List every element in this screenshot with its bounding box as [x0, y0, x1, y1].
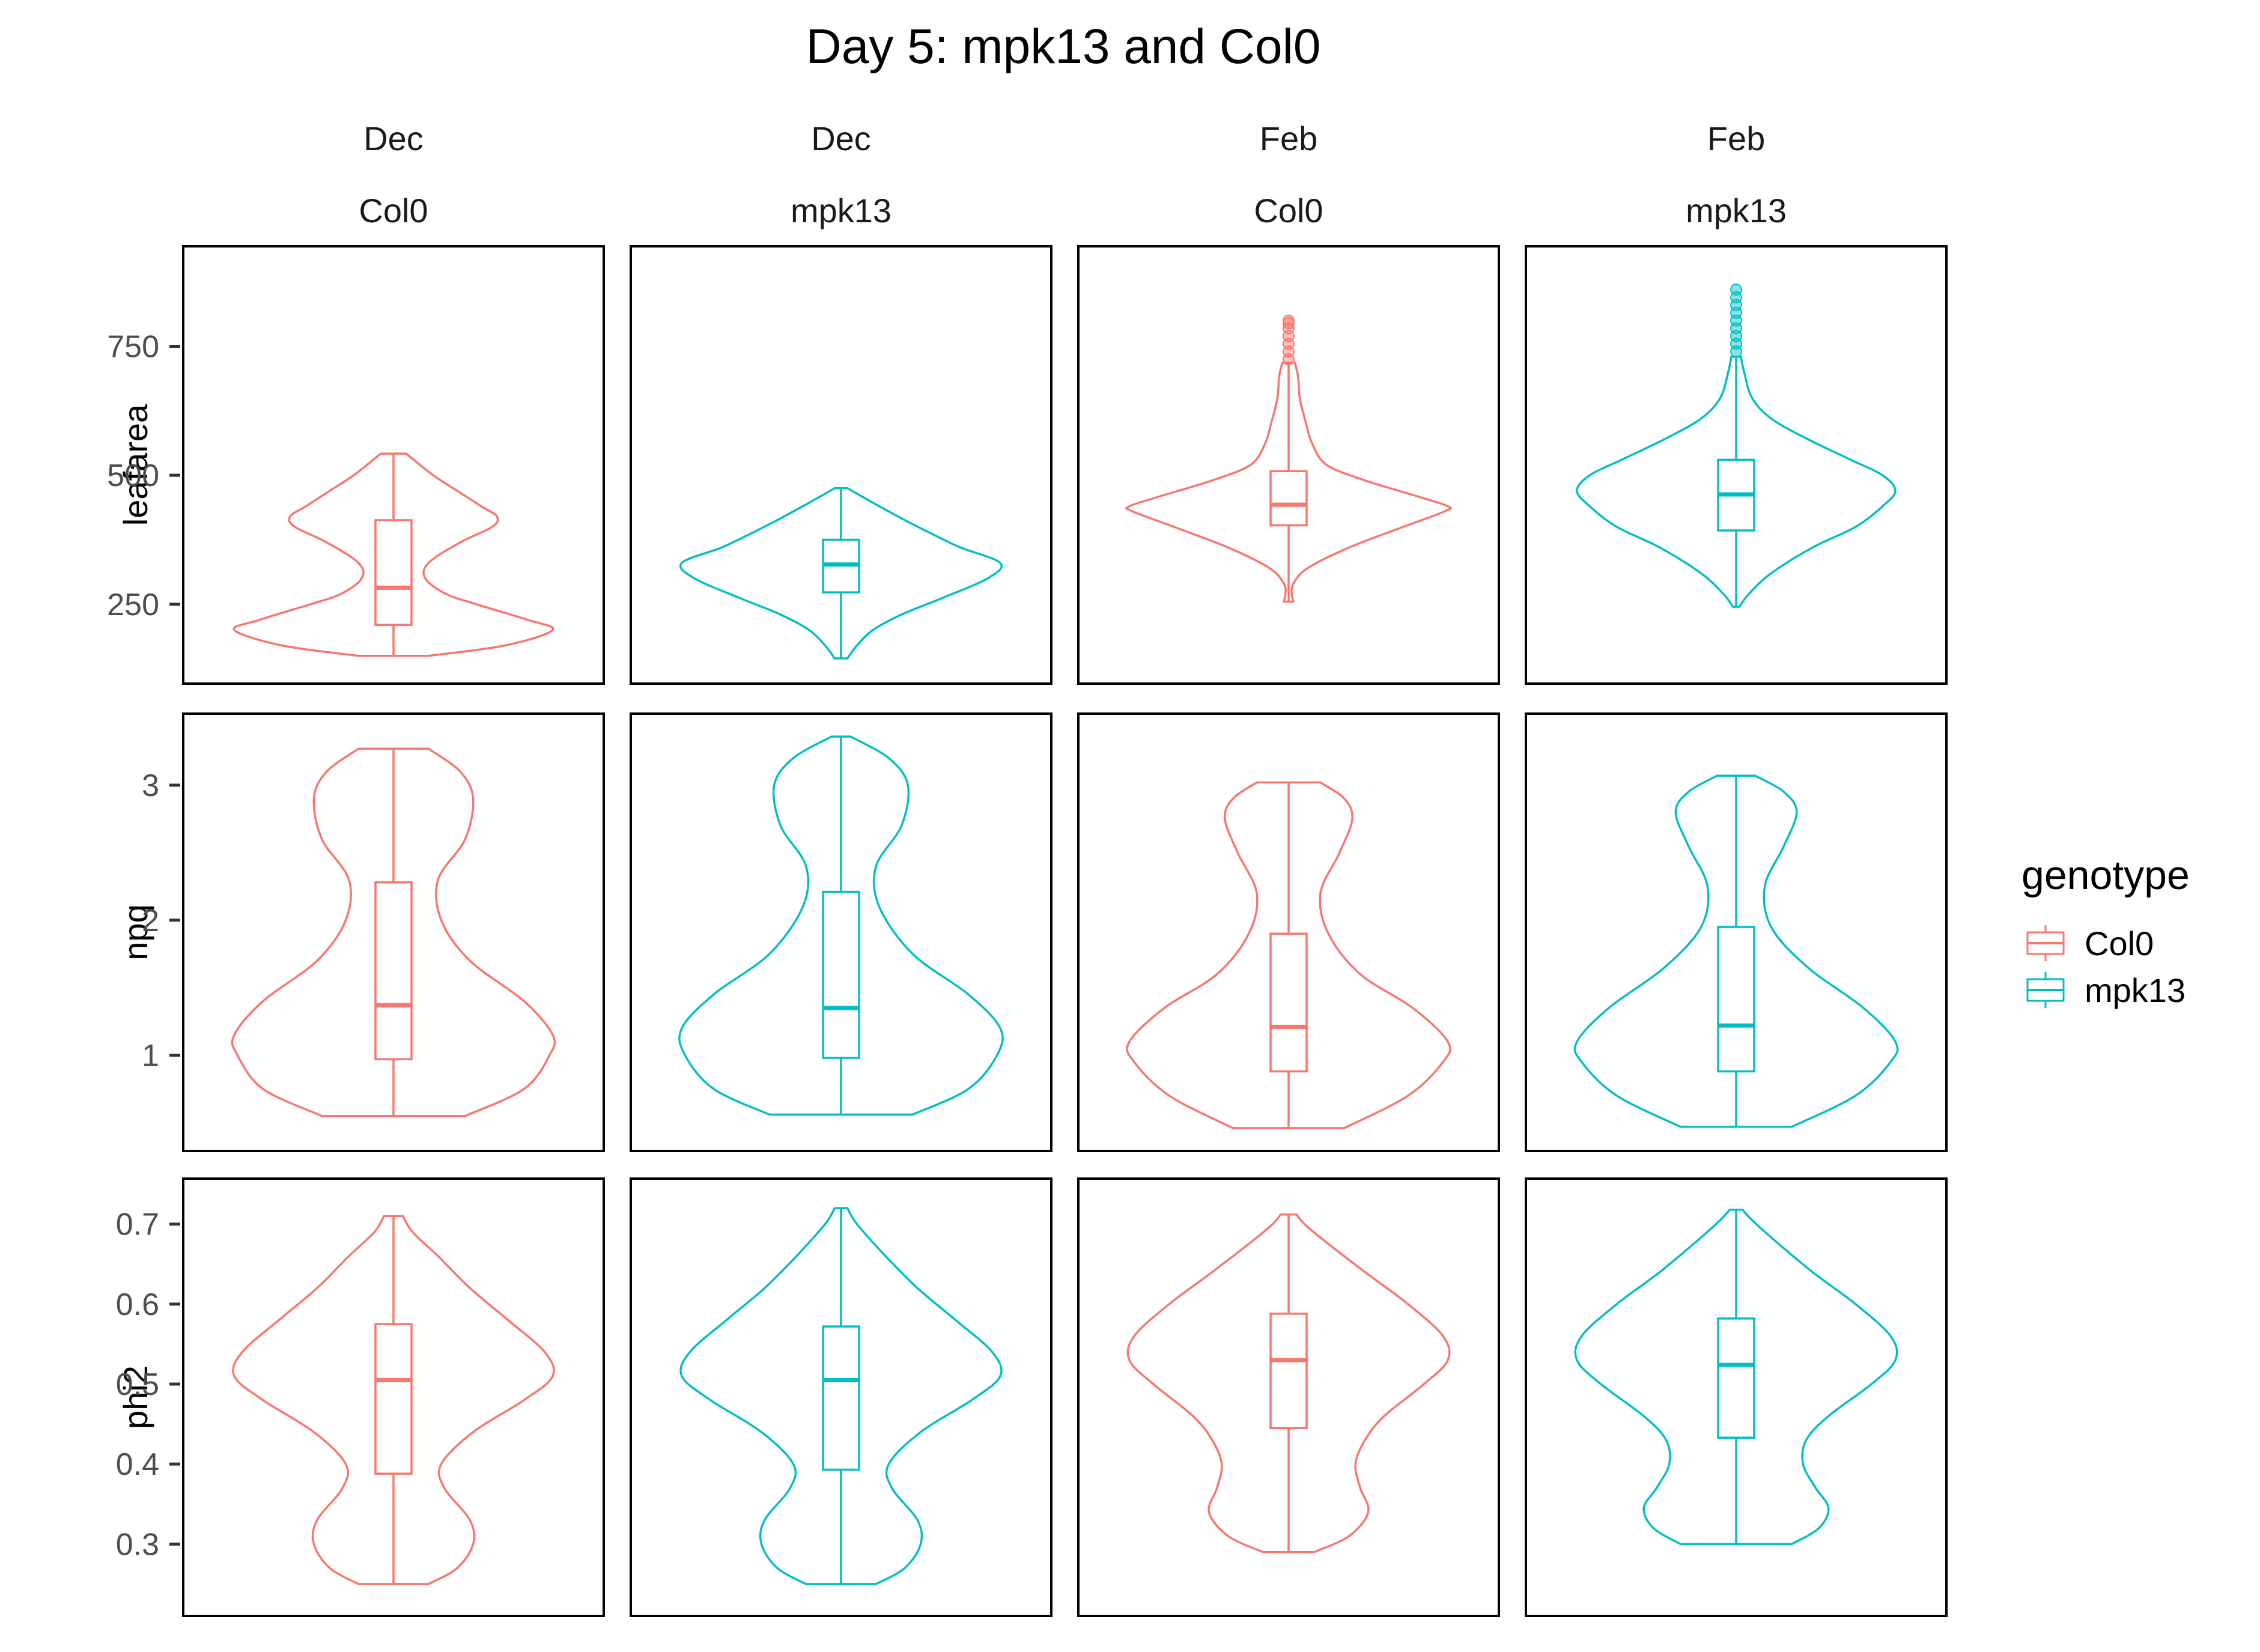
panel-leafarea-3 [1077, 245, 1500, 685]
strip-label-bottom: mpk13 [1686, 192, 1787, 229]
violin-shape [1574, 1209, 1898, 1546]
panel-leafarea-1 [182, 245, 605, 685]
outlier-point [1730, 284, 1742, 296]
iqr-box [374, 519, 413, 626]
violin-shape [1126, 1213, 1451, 1553]
y-tick-label: 500 [107, 458, 159, 493]
y-tick-label: 0.7 [116, 1207, 159, 1242]
panel-grid: leafarea 250 500 750 npq 1 2 3 phi2 0.3 0.4 0.5 0.6 0… [107, 245, 1948, 1617]
violin-shape [232, 1215, 555, 1585]
y-tick-label: 250 [107, 588, 159, 622]
violin-shape [1125, 362, 1452, 603]
legend-item-Col0: Col0 [2026, 925, 2154, 962]
y-axis-label: phi2 [117, 1365, 154, 1429]
panel-phi2-3 [1077, 1177, 1500, 1617]
iqr-box [822, 890, 860, 1059]
violin-shape [679, 1207, 1003, 1585]
panel-npq-3 [1077, 712, 1500, 1152]
strip-label-bottom: Col0 [359, 192, 428, 229]
strip-label-top: Dec [811, 120, 871, 157]
iqr-box [822, 1325, 860, 1471]
y-tick-label: 0.6 [116, 1287, 159, 1322]
legend-label: mpk13 [2085, 971, 2186, 1009]
violin-shape [1126, 781, 1451, 1129]
y-tick-label: 3 [142, 768, 159, 803]
y-axis-label: leafarea [117, 404, 154, 526]
legend-item-mpk13: mpk13 [2026, 971, 2186, 1009]
iqr-box [1269, 470, 1308, 527]
legend-title: genotype [2022, 852, 2190, 898]
legend: genotype Col0 mpk13 [2022, 852, 2190, 1009]
y-tick-label: 0.3 [116, 1527, 159, 1562]
violin-shape [678, 735, 1004, 1116]
outlier-point [1283, 314, 1295, 327]
legend-label: Col0 [2085, 925, 2154, 962]
chart-title: Day 5: mpk13 and Col0 [806, 19, 1321, 74]
panel-npq-4 [1525, 712, 1948, 1152]
strip-label-top: Dec [363, 120, 424, 157]
y-tick-label: 0.5 [116, 1367, 159, 1402]
iqr-box [1269, 932, 1308, 1073]
violin-shape [679, 487, 1003, 660]
y-tick-label: 2 [142, 903, 159, 938]
panel-leafarea-2 [630, 245, 1053, 685]
violin-shape [1576, 355, 1897, 608]
strip-label-bottom: Col0 [1254, 192, 1323, 229]
y-tick-label: 750 [107, 330, 159, 365]
panel-npq-2 [630, 712, 1053, 1152]
panel-phi2-1 [182, 1177, 605, 1617]
iqr-box [1269, 1313, 1308, 1430]
panel-npq-1 [182, 712, 605, 1152]
iqr-box [1717, 926, 1755, 1073]
strip-label-top: Feb [1260, 120, 1318, 157]
strip-label-bottom: mpk13 [791, 192, 892, 229]
strip-label-top: Feb [1707, 120, 1766, 157]
panel-phi2-4 [1525, 1177, 1948, 1617]
y-tick-label: 1 [142, 1039, 159, 1073]
iqr-box [1717, 1317, 1755, 1439]
panel-border [1525, 245, 1948, 685]
panel-leafarea-4 [1525, 245, 1948, 685]
panel-phi2-2 [630, 1177, 1053, 1617]
y-axis-label: npq [117, 904, 154, 960]
violin-shape [231, 747, 556, 1117]
y-tick-label: 0.4 [116, 1447, 159, 1482]
iqr-box [374, 881, 413, 1061]
violin-shape [232, 452, 554, 657]
iqr-box [374, 1323, 413, 1475]
violin-shape [1573, 774, 1899, 1128]
